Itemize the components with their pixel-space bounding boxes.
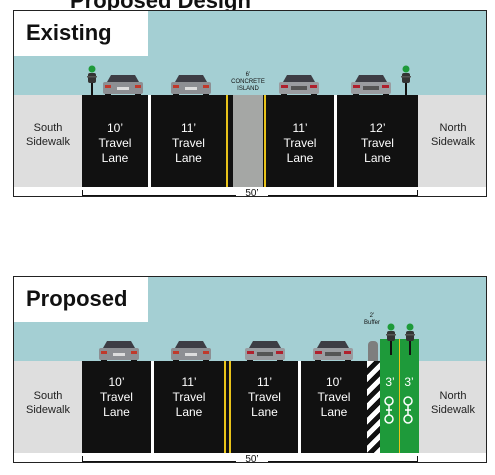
yellow-centerline <box>226 95 228 187</box>
yellow-centerline <box>264 95 266 187</box>
car-rear-icon <box>103 75 143 98</box>
south-sidewalk <box>14 95 82 187</box>
cyclist-icon <box>405 323 415 355</box>
north-sidewalk <box>418 95 486 187</box>
dimension-tick <box>417 190 418 196</box>
dimension-tick <box>417 456 418 462</box>
cyclist-icon <box>401 65 411 97</box>
dimension-tick <box>82 456 83 462</box>
lane-divider-line <box>334 95 337 187</box>
roadway <box>82 361 418 453</box>
cyclist-icon <box>87 65 97 97</box>
bicycle-marking-icon <box>384 396 394 424</box>
bike-lane-width-label: 3’ <box>385 375 395 389</box>
lane-divider-line <box>148 95 151 187</box>
bicycle-marking-icon <box>403 396 413 424</box>
lane-divider-line <box>298 361 301 453</box>
page-title-partial: Proposed Design <box>70 0 251 13</box>
car-front-icon <box>245 341 285 364</box>
existing-label: Existing <box>14 11 148 56</box>
bike-lane-divider <box>399 339 400 453</box>
cyclist-icon <box>386 323 396 355</box>
car-rear-icon <box>171 75 211 98</box>
bike-lane-width-label: 3’ <box>404 375 414 389</box>
total-width-label: 50’ <box>236 454 268 462</box>
car-front-icon <box>351 75 391 98</box>
car-front-icon <box>313 341 353 364</box>
lane-divider-line <box>151 361 154 453</box>
dimension-tick <box>82 190 83 196</box>
yellow-centerline <box>224 361 226 453</box>
concrete-island <box>233 95 263 187</box>
yellow-centerline <box>229 361 231 453</box>
bollard-icon <box>368 341 378 361</box>
car-rear-icon <box>99 341 139 364</box>
total-width-label: 50’ <box>236 188 268 196</box>
buffer-label: 2’Buffer <box>364 313 380 326</box>
south-sidewalk <box>14 361 82 453</box>
car-front-icon <box>279 75 319 98</box>
north-sidewalk <box>418 361 486 453</box>
car-rear-icon <box>171 341 211 364</box>
striped-buffer <box>367 361 380 453</box>
proposed-label: Proposed <box>14 277 148 322</box>
